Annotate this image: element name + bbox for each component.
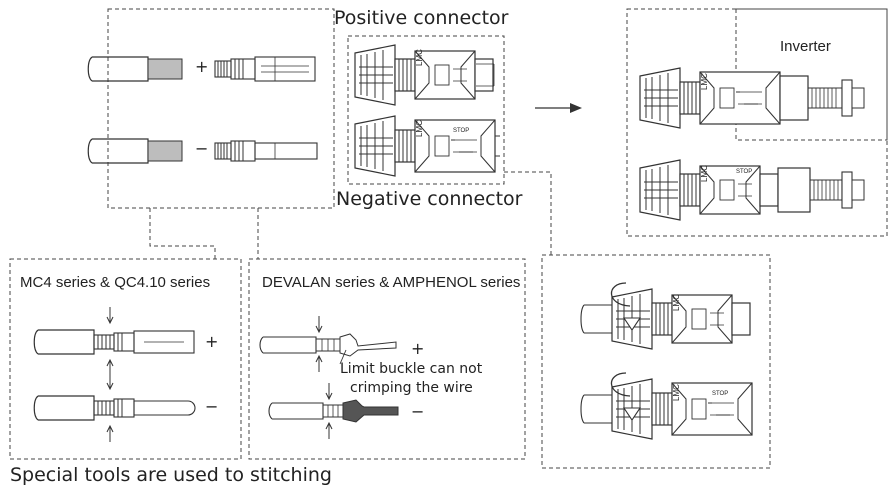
minus-sign: − [205,397,219,416]
devalan-series-label: DEVALAN series & AMPHENOL series [262,274,521,291]
tightening-drawings [580,282,753,440]
special-tools-caption: Special tools are used to stitching [10,464,332,486]
wire-preparation-frame [107,8,335,209]
negative-connector-label: Negative connector [336,188,523,210]
positive-connector-drawing [354,44,495,106]
mc4-series-label: MC4 series & QC4.10 series [20,274,211,291]
connector-line-right [504,171,552,255]
negative-connector-drawing [354,115,500,177]
stop-mark: STOP [736,169,753,175]
limit-buckle-note-line2: crimping the wire [350,380,473,396]
brand-mark: LMC [415,49,424,66]
connector-line-left [149,208,216,259]
plus-sign: + [205,332,219,351]
stripped-conductor [147,58,183,80]
mc4-crimp-drawings [33,306,196,443]
devalan-crimp-drawings [259,315,399,440]
plus-sign: + [195,57,209,76]
stripped-conductor [147,140,183,162]
minus-sign: − [195,139,209,158]
assembly-arrow [535,103,582,113]
brand-mark: LMC [700,73,709,90]
inverter-label: Inverter [780,38,831,55]
brand-mark: LMC [415,120,424,137]
negative-wire-assembly [87,138,318,164]
brand-mark: LMC [672,294,681,311]
stop-mark: STOP [712,391,729,397]
stop-mark: STOP [453,128,470,134]
connector-pair-frame [347,35,505,185]
tightening-frame [541,254,771,469]
limit-buckle-note-line1: Limit buckle can not [340,361,483,377]
positive-wire-assembly [87,56,316,82]
mc4-series-frame [9,258,242,460]
inverter-mated-connectors [639,67,865,221]
brand-mark: LMC [672,384,681,401]
plus-sign: + [411,339,425,358]
brand-mark: LMC [700,165,709,182]
minus-sign: − [411,402,425,421]
positive-connector-label: Positive connector [334,7,509,29]
